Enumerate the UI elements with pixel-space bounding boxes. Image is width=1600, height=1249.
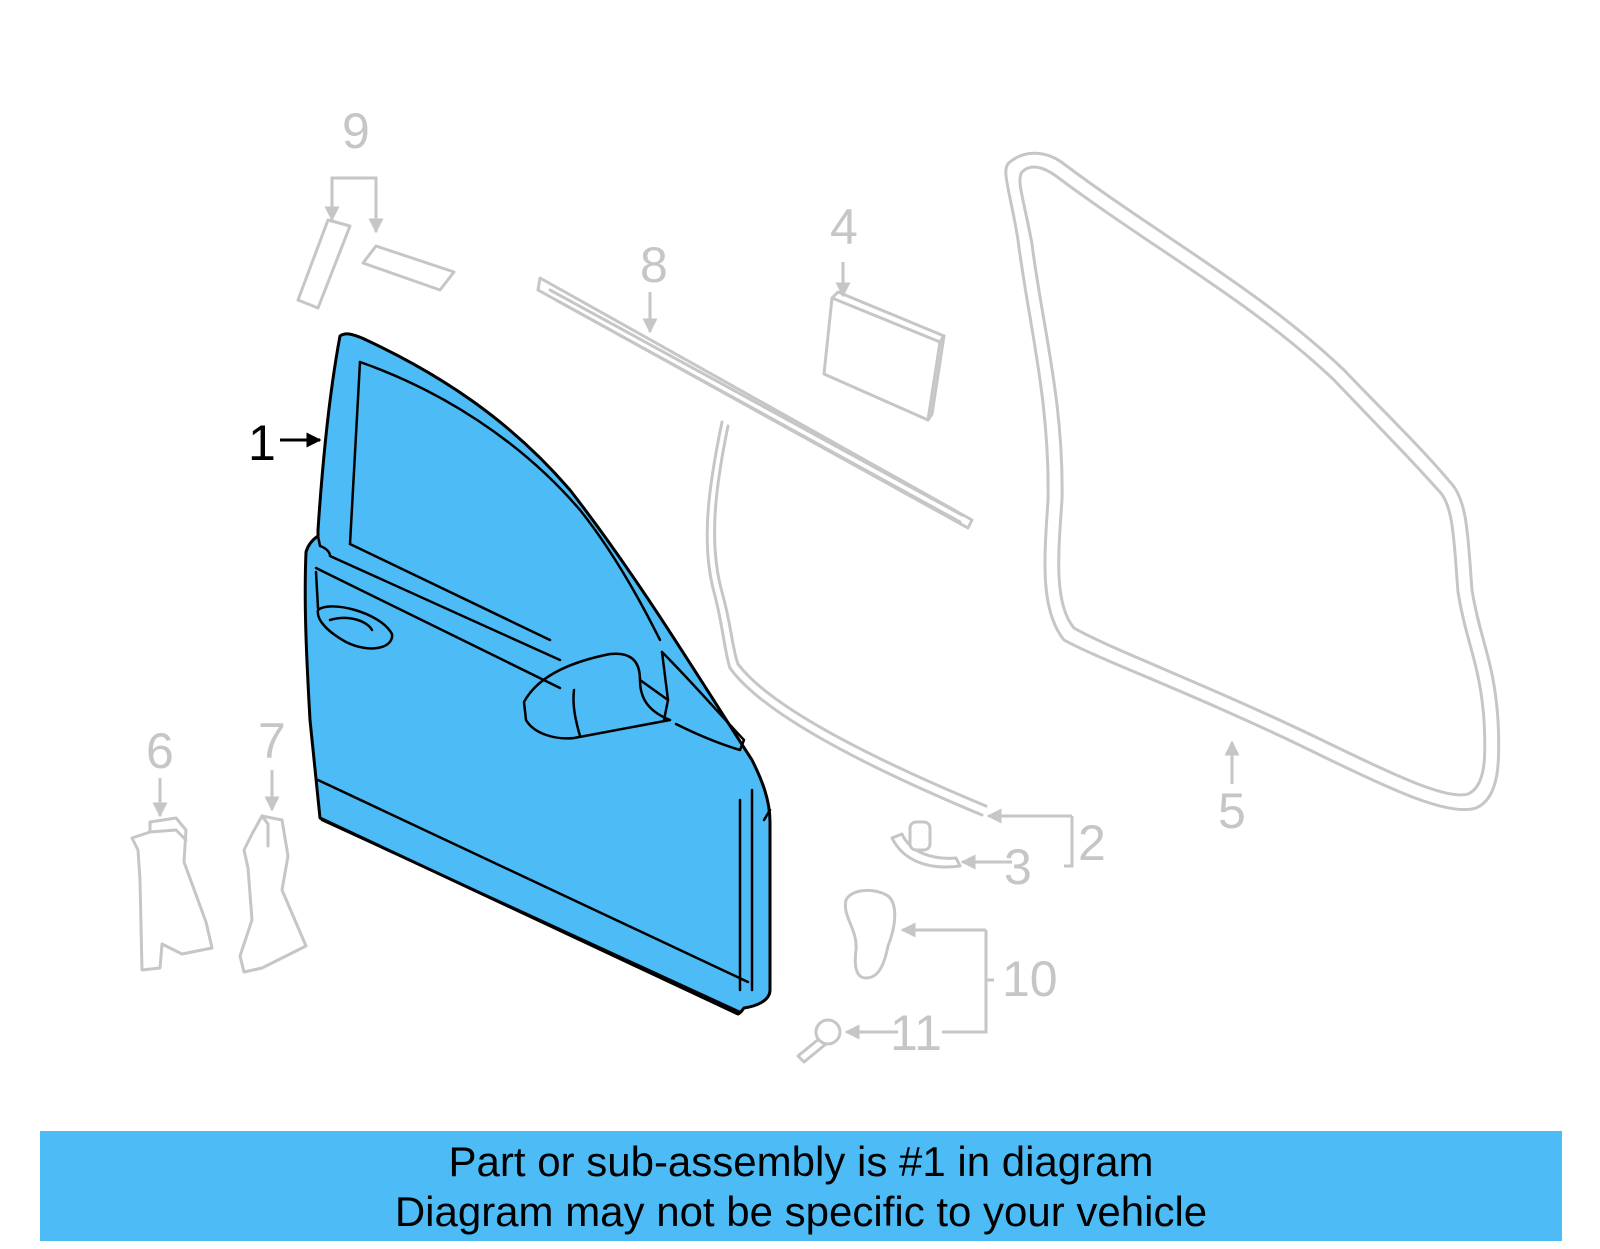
banner-line-part-number: Part or sub-assembly is #1 in diagram [448, 1138, 1154, 1185]
part-6-door-hinge: 6 [130, 723, 214, 972]
part-5-weatherstrip: 5 [1004, 151, 1501, 839]
part-7-door-hinge: 7 [238, 713, 308, 974]
parts-diagram: 9 8 4 2 3 5 [130, 103, 1501, 1064]
callout-5: 5 [1218, 783, 1246, 839]
info-banner: Part or sub-assembly is #1 in diagram Di… [40, 1131, 1562, 1241]
part-3-retainer-clip: 3 [890, 820, 1032, 895]
part-9-trim-pieces: 9 [296, 103, 456, 310]
callout-4: 4 [830, 199, 858, 255]
part-11-bolt: 11 [796, 1005, 942, 1064]
callout-6: 6 [146, 723, 174, 779]
part-10-door-check: 10 [843, 889, 1058, 1034]
callout-2: 2 [1078, 815, 1106, 871]
part-2-door-seal: 2 [705, 420, 1106, 871]
callout-3: 3 [1004, 839, 1032, 895]
banner-line-disclaimer: Diagram may not be specific to your vehi… [394, 1188, 1208, 1235]
part-8-belt-molding: 8 [536, 237, 974, 530]
callout-10: 10 [1002, 951, 1058, 1007]
callout-11: 11 [890, 1005, 942, 1061]
callout-7: 7 [258, 713, 286, 769]
part-1-door-shell[interactable]: 1 [248, 332, 772, 1016]
part-4-insulator-pad: 4 [822, 199, 946, 422]
callout-9: 9 [342, 103, 370, 159]
callout-8: 8 [640, 237, 668, 293]
callout-1: 1 [248, 415, 276, 471]
